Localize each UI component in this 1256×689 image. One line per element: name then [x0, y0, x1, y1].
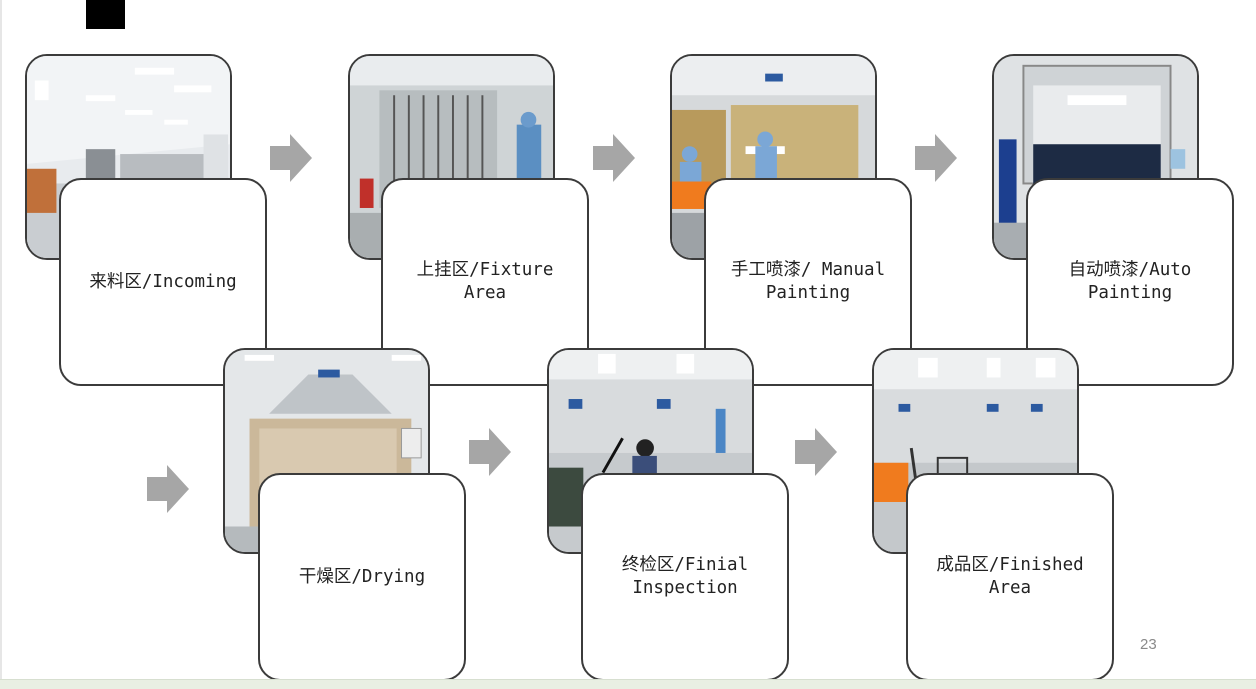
- corner-block: [86, 0, 125, 29]
- label-box-inspection: 终检区/Finial Inspection: [581, 473, 789, 681]
- step-label-auto-painting: 自动喷漆/Auto Painting: [1068, 260, 1192, 303]
- label-box-finished-area: 成品区/Finished Area: [906, 473, 1114, 681]
- arrow-right-icon: [270, 134, 312, 182]
- arrow-right-icon: [147, 465, 189, 513]
- slide-left-edge: [0, 0, 2, 689]
- step-label-drying: 干燥区/Drying: [298, 566, 426, 587]
- arrow-right-icon: [469, 428, 511, 476]
- page-number: 23: [1140, 636, 1157, 653]
- step-label-inspection: 终检区/Finial Inspection: [621, 555, 749, 598]
- arrow-right-icon: [915, 134, 957, 182]
- arrow-right-icon: [593, 134, 635, 182]
- step-label-manual-painting: 手工喷漆/ Manual Painting: [730, 260, 886, 303]
- step-label-incoming: 来料区/Incoming: [89, 271, 237, 292]
- step-label-fixture: 上挂区/Fixture Area: [416, 260, 554, 303]
- label-box-drying: 干燥区/Drying: [258, 473, 466, 681]
- arrow-right-icon: [795, 428, 837, 476]
- step-label-finished-area: 成品区/Finished Area: [936, 555, 1084, 598]
- bottom-bar: [0, 679, 1256, 689]
